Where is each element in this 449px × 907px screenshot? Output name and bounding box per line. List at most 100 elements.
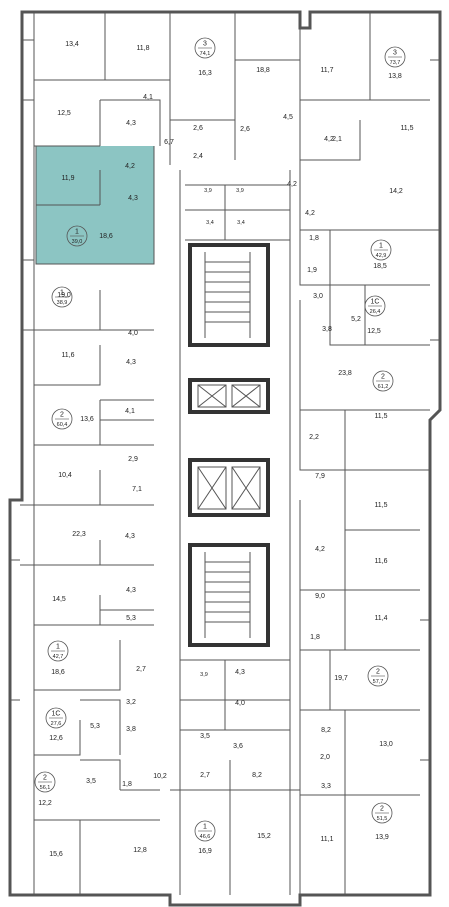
room-area-label: 3,4 — [206, 220, 214, 226]
apartment-marker[interactable]: 138,9 — [51, 286, 73, 308]
room-area-label: 3,9 — [236, 188, 244, 194]
apartment-marker-circle — [66, 225, 88, 247]
apartment-total-area: 57,7 — [373, 679, 384, 685]
apartment-total-area: 26,4 — [370, 309, 381, 315]
apartment-total-area: 51,5 — [377, 816, 388, 822]
room-area-label: 9,0 — [315, 593, 325, 600]
room-area-label: 3,2 — [126, 699, 136, 706]
apartment-total-area: 42,9 — [376, 253, 387, 259]
room-area-label: 10,2 — [153, 773, 167, 780]
room-area-label: 13,4 — [65, 41, 79, 48]
room-area-label: 13,0 — [379, 741, 393, 748]
room-area-label: 12,2 — [38, 800, 52, 807]
apartment-marker-circle — [34, 771, 56, 793]
apartment-total-area: 60,4 — [57, 422, 68, 428]
room-area-label: 11,5 — [400, 125, 413, 132]
apartment-marker-circle — [47, 640, 69, 662]
apartment-marker-circle — [51, 286, 73, 308]
apartment-marker[interactable]: 261,2 — [372, 370, 394, 392]
room-area-label: 11,8 — [136, 45, 149, 52]
room-area-label: 3,8 — [322, 326, 332, 333]
room-area-label: 3,9 — [200, 672, 208, 678]
room-area-label: 1,8 — [122, 781, 132, 788]
apartment-room-count: 1 — [56, 644, 60, 651]
room-area-label: 4,1 — [143, 94, 153, 101]
apartment-marker[interactable]: 260,4 — [51, 408, 73, 430]
apartment-total-area: 73,7 — [390, 60, 401, 66]
apartment-room-count: 2 — [376, 669, 380, 676]
room-area-label: 11,4 — [374, 615, 387, 622]
room-area-label: 22,3 — [72, 531, 86, 538]
room-area-label: 5,3 — [90, 723, 100, 730]
apartment-marker[interactable]: 374,1 — [194, 37, 216, 59]
room-area-label: 3,6 — [233, 743, 243, 750]
apartment-marker[interactable]: 251,5 — [371, 802, 393, 824]
room-area-label: 1,8 — [309, 235, 319, 242]
room-area-label: 4,1 — [125, 408, 135, 415]
apartment-marker-circle — [384, 46, 406, 68]
apartment-marker[interactable]: 142,9 — [370, 239, 392, 261]
apartment-room-count: 1 — [75, 229, 79, 236]
apartment-marker-circle — [371, 802, 393, 824]
apartment-room-count: 2 — [380, 806, 384, 813]
room-area-label: 3,8 — [126, 726, 136, 733]
room-area-label: 4,3 — [126, 120, 136, 127]
room-area-label: 5,3 — [126, 615, 136, 622]
room-area-label: 19,0 — [57, 292, 71, 299]
room-area-label: 12,6 — [49, 735, 63, 742]
room-area-label: 18,5 — [373, 263, 387, 270]
apartment-room-count: 1 — [203, 824, 207, 831]
room-area-label: 23,8 — [338, 370, 352, 377]
room-area-label: 16,3 — [198, 70, 212, 77]
room-area-label: 4,3 — [128, 195, 138, 202]
room-area-label: 2,7 — [200, 772, 210, 779]
room-area-label: 3,4 — [237, 220, 245, 226]
apartment-marker-circle — [367, 665, 389, 687]
apartment-marker[interactable]: 373,7 — [384, 46, 406, 68]
room-area-label: 18,6 — [51, 669, 65, 676]
room-area-label: 19,7 — [334, 675, 348, 682]
room-area-label: 13,9 — [375, 834, 389, 841]
room-area-label: 11,5 — [374, 502, 387, 509]
room-area-label: 4,2 — [315, 546, 325, 553]
room-area-label: 11,6 — [61, 352, 74, 359]
apartment-total-area: 38,9 — [57, 300, 68, 306]
apartment-room-count: 3 — [393, 50, 397, 57]
room-area-label: 3,5 — [200, 733, 210, 740]
apartment-total-area: 27,6 — [51, 721, 62, 727]
apartment-marker[interactable]: 142,7 — [47, 640, 69, 662]
apartment-total-area: 42,7 — [53, 654, 64, 660]
apartment-marker[interactable]: 257,7 — [367, 665, 389, 687]
room-area-label: 11,6 — [374, 558, 387, 565]
room-area-label: 6,7 — [164, 139, 174, 146]
room-area-label: 7,9 — [315, 473, 325, 480]
room-area-label: 14,5 — [52, 596, 66, 603]
room-area-label: 18,8 — [256, 67, 270, 74]
apartment-room-count: 1 — [379, 243, 383, 250]
room-area-label: 3,5 — [86, 778, 96, 785]
room-area-label: 11,1 — [320, 836, 333, 843]
room-area-label: 4,2 — [287, 181, 297, 188]
apartment-room-count: 1 — [60, 290, 64, 297]
room-area-label: 2,2 — [309, 434, 319, 441]
apartment-marker[interactable]: 139,0 — [66, 225, 88, 247]
room-area-label: 3,3 — [321, 783, 331, 790]
room-area-label: 3,9 — [204, 188, 212, 194]
room-area-label: 4,2 — [125, 163, 135, 170]
apartment-marker[interactable]: 146,6 — [194, 820, 216, 842]
room-area-label: 13,6 — [80, 416, 94, 423]
room-area-label: 2,1 — [332, 136, 342, 143]
room-area-label: 8,2 — [252, 772, 262, 779]
room-area-label: 4,2 — [324, 136, 334, 143]
room-area-label: 4,3 — [126, 359, 136, 366]
room-area-label: 4,5 — [283, 114, 293, 121]
apartment-room-count: 3 — [203, 41, 207, 48]
apartment-marker-circle — [372, 370, 394, 392]
apartment-total-area: 39,0 — [72, 239, 83, 245]
apartment-marker[interactable]: 256,1 — [34, 771, 56, 793]
